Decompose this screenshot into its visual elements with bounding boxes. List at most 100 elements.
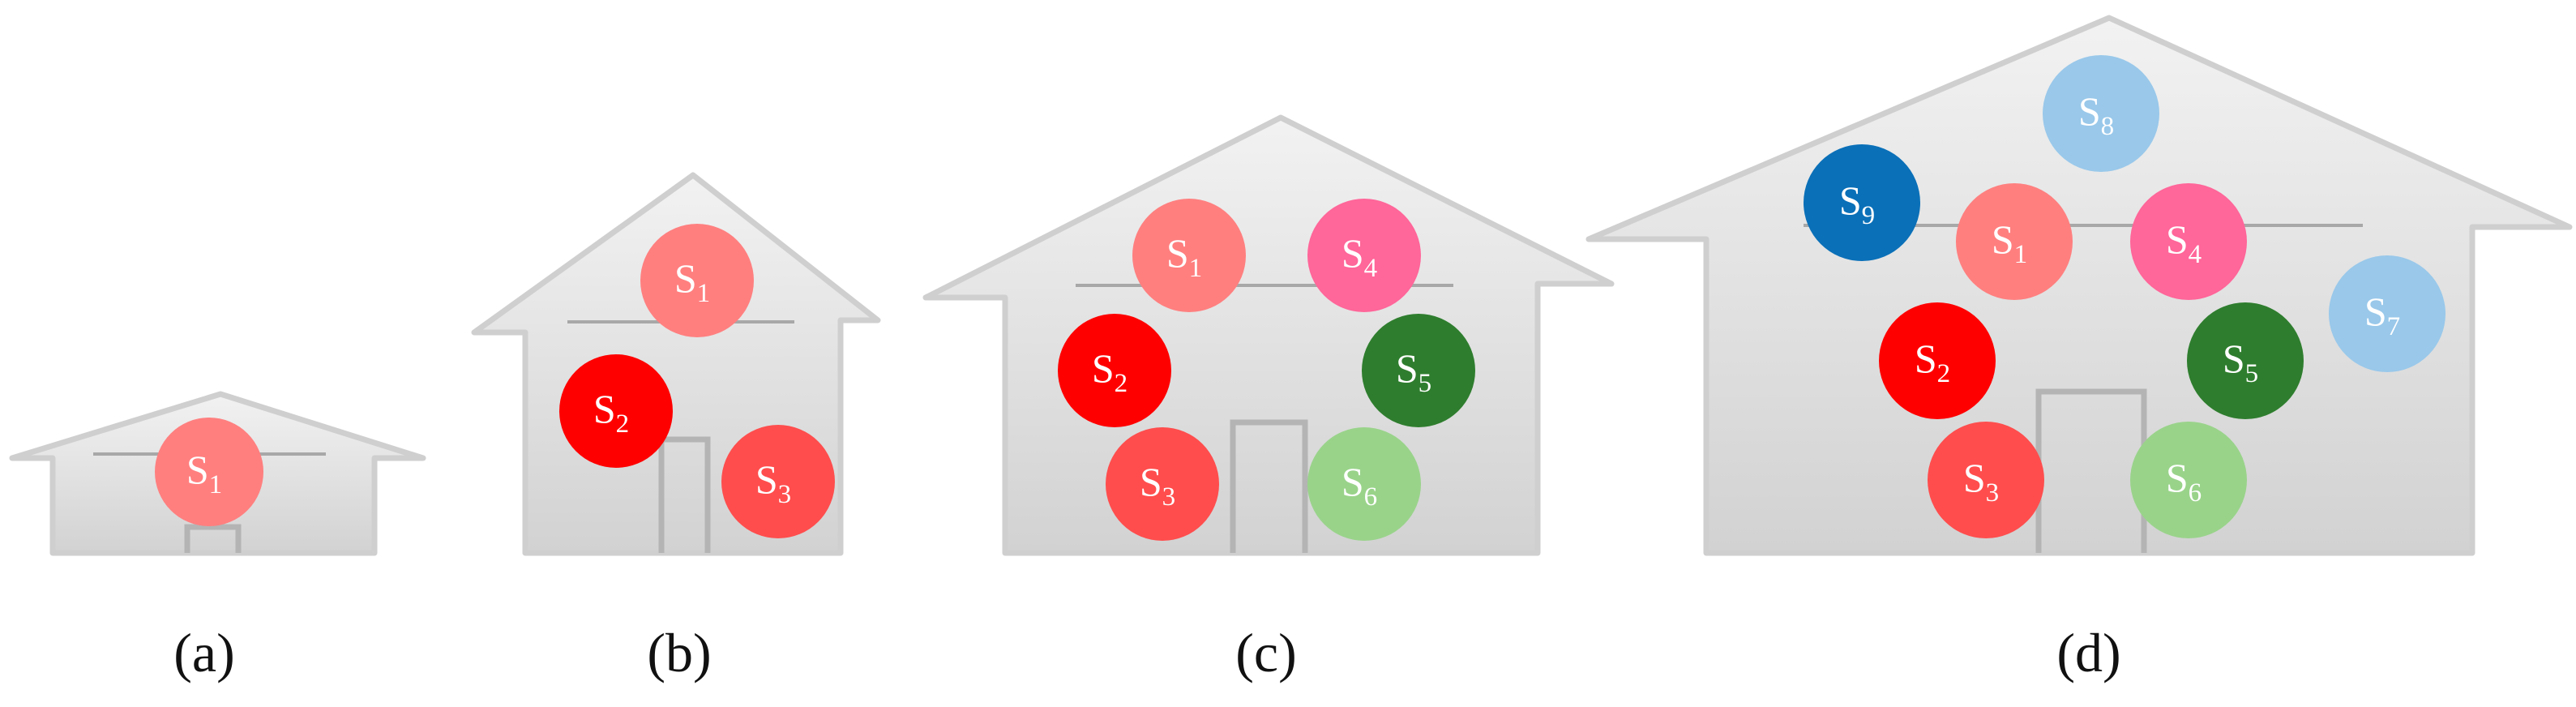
set-bubble-s1: S1 — [640, 224, 754, 337]
set-label-subscript: 1 — [1189, 254, 1203, 283]
set-bubble-s4: S4 — [2130, 183, 2247, 300]
set-label-base: S — [1915, 336, 1937, 381]
set-bubble-s5: S5 — [1362, 314, 1475, 427]
set-label-subscript: 4 — [2189, 240, 2202, 269]
set-label: S5 — [1396, 345, 1431, 398]
set-bubble-s1: S1 — [1956, 183, 2073, 300]
set-label-base: S — [1140, 459, 1162, 504]
door — [184, 524, 242, 553]
set-label-base: S — [2223, 336, 2245, 381]
set-label: S3 — [755, 456, 791, 509]
set-bubble-s8: S8 — [2043, 55, 2159, 172]
set-label-base: S — [1341, 459, 1364, 504]
set-label: S3 — [1140, 459, 1175, 512]
caption-c: (c) — [1235, 622, 1296, 683]
set-label-subscript: 5 — [1419, 369, 1432, 398]
caption-b: (b) — [647, 622, 711, 683]
set-label-subscript: 5 — [2245, 359, 2259, 388]
set-label-base: S — [1396, 345, 1419, 391]
set-circle — [1307, 199, 1421, 312]
set-label-subscript: 3 — [1986, 478, 2000, 508]
set-label: S6 — [2166, 455, 2202, 508]
set-label: S7 — [2364, 289, 2400, 341]
set-circle — [1804, 144, 1920, 261]
set-label-subscript: 6 — [2189, 478, 2202, 508]
set-circle — [2187, 302, 2304, 419]
set-bubble-s5: S5 — [2187, 302, 2304, 419]
house-d: S8 S9 S1 S4 S7 S2 S5 S3 S6 (d) — [1585, 15, 2573, 683]
set-circle — [2130, 422, 2247, 538]
set-label: S1 — [674, 255, 710, 308]
set-bubble-s1: S1 — [155, 418, 263, 526]
set-label-subscript: 7 — [2387, 312, 2401, 341]
set-bubble-s2: S2 — [559, 354, 673, 468]
set-circle — [1058, 314, 1171, 427]
set-label-base: S — [2364, 289, 2387, 334]
set-label-base: S — [2166, 455, 2189, 500]
set-bubble-s7: S7 — [2329, 255, 2445, 372]
set-label: S4 — [2166, 216, 2202, 269]
set-label: S8 — [2078, 88, 2114, 141]
set-label-base: S — [186, 447, 209, 492]
house-outline — [922, 114, 1615, 556]
set-bubble-s2: S2 — [1058, 314, 1171, 427]
set-label-base: S — [2166, 216, 2189, 262]
set-circle — [1879, 302, 1996, 419]
set-circle — [2130, 183, 2247, 300]
set-label-base: S — [755, 456, 778, 502]
set-label: S5 — [2223, 336, 2258, 388]
set-circle — [2043, 55, 2159, 172]
set-label: S2 — [1092, 345, 1128, 398]
caption-d: (d) — [2056, 622, 2120, 683]
set-label-base: S — [593, 386, 616, 431]
set-label: S9 — [1839, 178, 1875, 230]
set-label: S6 — [1341, 459, 1377, 512]
set-circle — [1928, 422, 2044, 538]
set-label-subscript: 3 — [1162, 482, 1176, 512]
set-label-base: S — [1839, 178, 1862, 223]
caption-a: (a) — [173, 622, 234, 683]
set-label-base: S — [1341, 230, 1364, 276]
house-c: S1 S4 S2 S5 S3 S6 (c) — [922, 114, 1615, 683]
set-label: S1 — [1166, 230, 1202, 283]
set-circle — [1307, 427, 1421, 541]
set-bubble-s2: S2 — [1879, 302, 1996, 419]
set-bubble-s6: S6 — [1307, 427, 1421, 541]
set-label-subscript: 4 — [1364, 254, 1378, 283]
set-label-subscript: 3 — [778, 480, 792, 509]
set-circle — [559, 354, 673, 468]
set-label-subscript: 1 — [697, 279, 711, 308]
set-label-subscript: 2 — [616, 409, 630, 439]
set-circle — [1956, 183, 2073, 300]
door — [658, 436, 711, 553]
set-label-subscript: 8 — [2101, 112, 2115, 141]
set-bubble-s3: S3 — [1928, 422, 2044, 538]
set-label-subscript: 1 — [209, 470, 223, 499]
house-a: S1 (a) — [9, 391, 426, 683]
set-label-subscript: 1 — [2014, 240, 2028, 269]
set-circle — [1106, 427, 1219, 541]
set-circle — [1362, 314, 1475, 427]
set-label-base: S — [1092, 345, 1115, 391]
set-circle — [155, 418, 263, 526]
set-bubble-s3: S3 — [1106, 427, 1219, 541]
set-bubble-s1: S1 — [1132, 199, 1246, 312]
set-label-base: S — [674, 255, 697, 301]
set-label-base: S — [1963, 455, 1986, 500]
set-label: S3 — [1963, 455, 1999, 508]
set-label: S2 — [1915, 336, 1950, 388]
set-label: S4 — [1341, 230, 1377, 283]
set-label-subscript: 9 — [1862, 201, 1876, 230]
set-bubble-s4: S4 — [1307, 199, 1421, 312]
set-label-base: S — [2078, 88, 2101, 134]
set-label-subscript: 2 — [1115, 369, 1128, 398]
house-b: S1 S2 S3 (b) — [471, 172, 881, 683]
set-circle — [640, 224, 754, 337]
set-bubble-s9: S9 — [1804, 144, 1920, 261]
set-label: S1 — [1992, 216, 2027, 269]
set-circle — [721, 425, 835, 538]
set-label: S2 — [593, 386, 629, 439]
set-label-subscript: 2 — [1937, 359, 1951, 388]
set-label: S1 — [186, 447, 222, 499]
set-circle — [2329, 255, 2445, 372]
